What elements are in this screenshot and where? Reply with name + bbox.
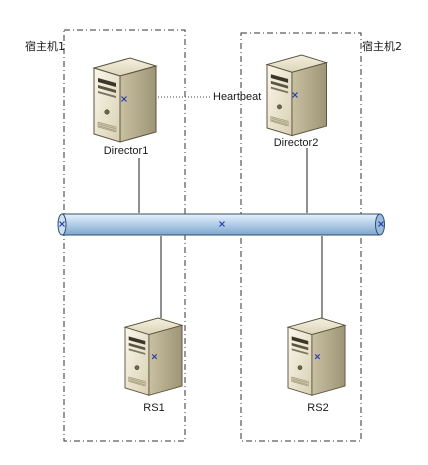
rs2-label: RS2 (307, 402, 329, 414)
rs2-server-icon (287, 317, 346, 396)
director1-label: Director1 (103, 145, 149, 157)
host-2-label: 宿主机2 (362, 40, 402, 53)
director1-server-icon (93, 57, 157, 143)
rs1-label: RS1 (143, 402, 165, 414)
director2-server-icon (266, 54, 328, 137)
host-1-label: 宿主机1 (25, 40, 65, 53)
director2-label: Director2 (273, 137, 319, 149)
heartbeat-label: Heartbeat (213, 91, 262, 103)
host-2-boundary (240, 32, 362, 442)
rs1-server-icon (124, 317, 183, 396)
